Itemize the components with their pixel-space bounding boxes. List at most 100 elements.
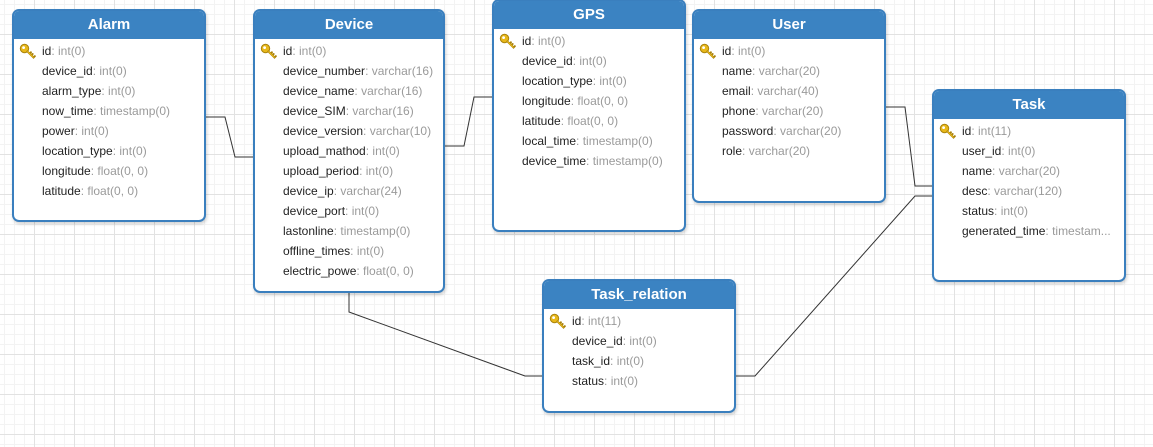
field-row[interactable]: status: int(0)	[544, 371, 734, 391]
field-row[interactable]: device_time: timestamp(0)	[494, 151, 684, 171]
field-row[interactable]: lastonline: timestamp(0)	[255, 221, 443, 241]
field-row[interactable]: role: varchar(20)	[694, 141, 884, 161]
field-row[interactable]: longitude: float(0, 0)	[14, 161, 204, 181]
field-name: device_SIM	[283, 104, 346, 118]
field-row[interactable]: alarm_type: int(0)	[14, 81, 204, 101]
relation-line-alarm-to-device[interactable]	[206, 116, 253, 158]
field-type: int(0)	[351, 204, 380, 218]
field-type: float(0, 0)	[363, 264, 414, 278]
field-separator: :	[576, 134, 583, 148]
field-name: id	[283, 44, 293, 58]
field-type: varchar(10)	[369, 124, 432, 138]
field-type: int(0)	[372, 144, 400, 158]
field-row[interactable]: device_id: int(0)	[494, 51, 684, 71]
field-name: location_type	[522, 74, 593, 88]
field-name: id	[522, 34, 532, 48]
field-name: longitude	[42, 164, 91, 178]
field-row[interactable]: task_id: int(0)	[544, 351, 734, 371]
field-type: varchar(20)	[758, 64, 821, 78]
field-separator: :	[359, 164, 366, 178]
field-name: latitude	[42, 184, 81, 198]
entity-title: Task_relation	[544, 281, 734, 309]
field-row[interactable]: now_time: timestamp(0)	[14, 101, 204, 121]
field-row[interactable]: location_type: int(0)	[494, 71, 684, 91]
field-type: float(0, 0)	[577, 94, 629, 108]
field-type: int(0)	[616, 354, 645, 368]
field-row[interactable]: id: int(0)	[494, 31, 684, 51]
field-type: varchar(20)	[780, 124, 842, 138]
field-row[interactable]: upload_mathod: int(0)	[255, 141, 443, 161]
field-type: int(0)	[538, 34, 566, 48]
field-row[interactable]: email: varchar(40)	[694, 81, 884, 101]
entity-title: Alarm	[14, 11, 204, 39]
field-separator: :	[581, 314, 589, 328]
field-type: int(0)	[356, 244, 385, 258]
field-row[interactable]: name: varchar(20)	[934, 161, 1124, 181]
field-type: timestamp(0)	[582, 134, 653, 148]
relation-line-user-to-task[interactable]	[886, 106, 932, 187]
field-row[interactable]: id: int(0)	[255, 41, 443, 61]
field-type: timestam...	[1052, 224, 1111, 238]
field-row[interactable]: device_id: int(0)	[544, 331, 734, 351]
field-name: power	[42, 124, 75, 138]
field-row[interactable]: upload_period: int(0)	[255, 161, 443, 181]
field-name: local_time	[522, 134, 577, 148]
field-row[interactable]: electric_powe: float(0, 0)	[255, 261, 443, 281]
field-row[interactable]: id: int(0)	[694, 41, 884, 61]
field-row[interactable]: device_id: int(0)	[14, 61, 204, 81]
field-list: id: int(11)user_id: int(0)name: varchar(…	[934, 119, 1124, 241]
field-name: latitude	[522, 114, 561, 128]
field-row[interactable]: id: int(0)	[14, 41, 204, 61]
primary-key-icon	[699, 43, 716, 59]
field-separator: :	[586, 154, 593, 168]
field-row[interactable]: user_id: int(0)	[934, 141, 1124, 161]
field-type: varchar(40)	[757, 84, 819, 98]
field-row[interactable]: generated_time: timestam...	[934, 221, 1124, 241]
field-row[interactable]: local_time: timestamp(0)	[494, 131, 684, 151]
field-type: float(0, 0)	[87, 184, 139, 198]
field-row[interactable]: latitude: float(0, 0)	[14, 181, 204, 201]
field-row[interactable]: id: int(11)	[934, 121, 1124, 141]
field-row[interactable]: device_ip: varchar(24)	[255, 181, 443, 201]
field-separator: :	[51, 44, 59, 58]
field-row[interactable]: location_type: int(0)	[14, 141, 204, 161]
field-row[interactable]: device_SIM: varchar(16)	[255, 101, 443, 121]
primary-key-icon	[939, 123, 956, 139]
field-row[interactable]: power: int(0)	[14, 121, 204, 141]
field-row[interactable]: device_name: varchar(16)	[255, 81, 443, 101]
field-list: id: int(0)name: varchar(20)email: varcha…	[694, 39, 884, 161]
relation-line-task-relation-to-task[interactable]	[736, 195, 932, 377]
field-row[interactable]: id: int(11)	[544, 311, 734, 331]
field-row[interactable]: phone: varchar(20)	[694, 101, 884, 121]
relation-line-device-to-gps[interactable]	[445, 96, 492, 147]
field-separator: :	[992, 164, 999, 178]
field-row[interactable]: name: varchar(20)	[694, 61, 884, 81]
field-row[interactable]: status: int(0)	[934, 201, 1124, 221]
field-row[interactable]: desc: varchar(120)	[934, 181, 1124, 201]
field-name: device_id	[572, 334, 623, 348]
field-type: int(0)	[119, 144, 147, 158]
field-row[interactable]: password: varchar(20)	[694, 121, 884, 141]
field-type: int(0)	[99, 64, 127, 78]
field-name: alarm_type	[42, 84, 102, 98]
relation-line-device-to-task-relation[interactable]	[348, 293, 542, 377]
field-type: varchar(16)	[361, 84, 423, 98]
field-row[interactable]: offline_times: int(0)	[255, 241, 443, 261]
field-row[interactable]: longitude: float(0, 0)	[494, 91, 684, 111]
field-name: task_id	[572, 354, 611, 368]
field-row[interactable]: device_number: varchar(16)	[255, 61, 443, 81]
field-row[interactable]: device_port: int(0)	[255, 201, 443, 221]
field-row[interactable]: latitude: float(0, 0)	[494, 111, 684, 131]
field-row[interactable]: device_version: varchar(10)	[255, 121, 443, 141]
field-list: id: int(0)device_number: varchar(16)devi…	[255, 39, 443, 281]
field-list: id: int(0)device_id: int(0)alarm_type: i…	[14, 39, 204, 201]
field-separator: :	[345, 204, 352, 218]
primary-key-icon	[260, 43, 277, 59]
